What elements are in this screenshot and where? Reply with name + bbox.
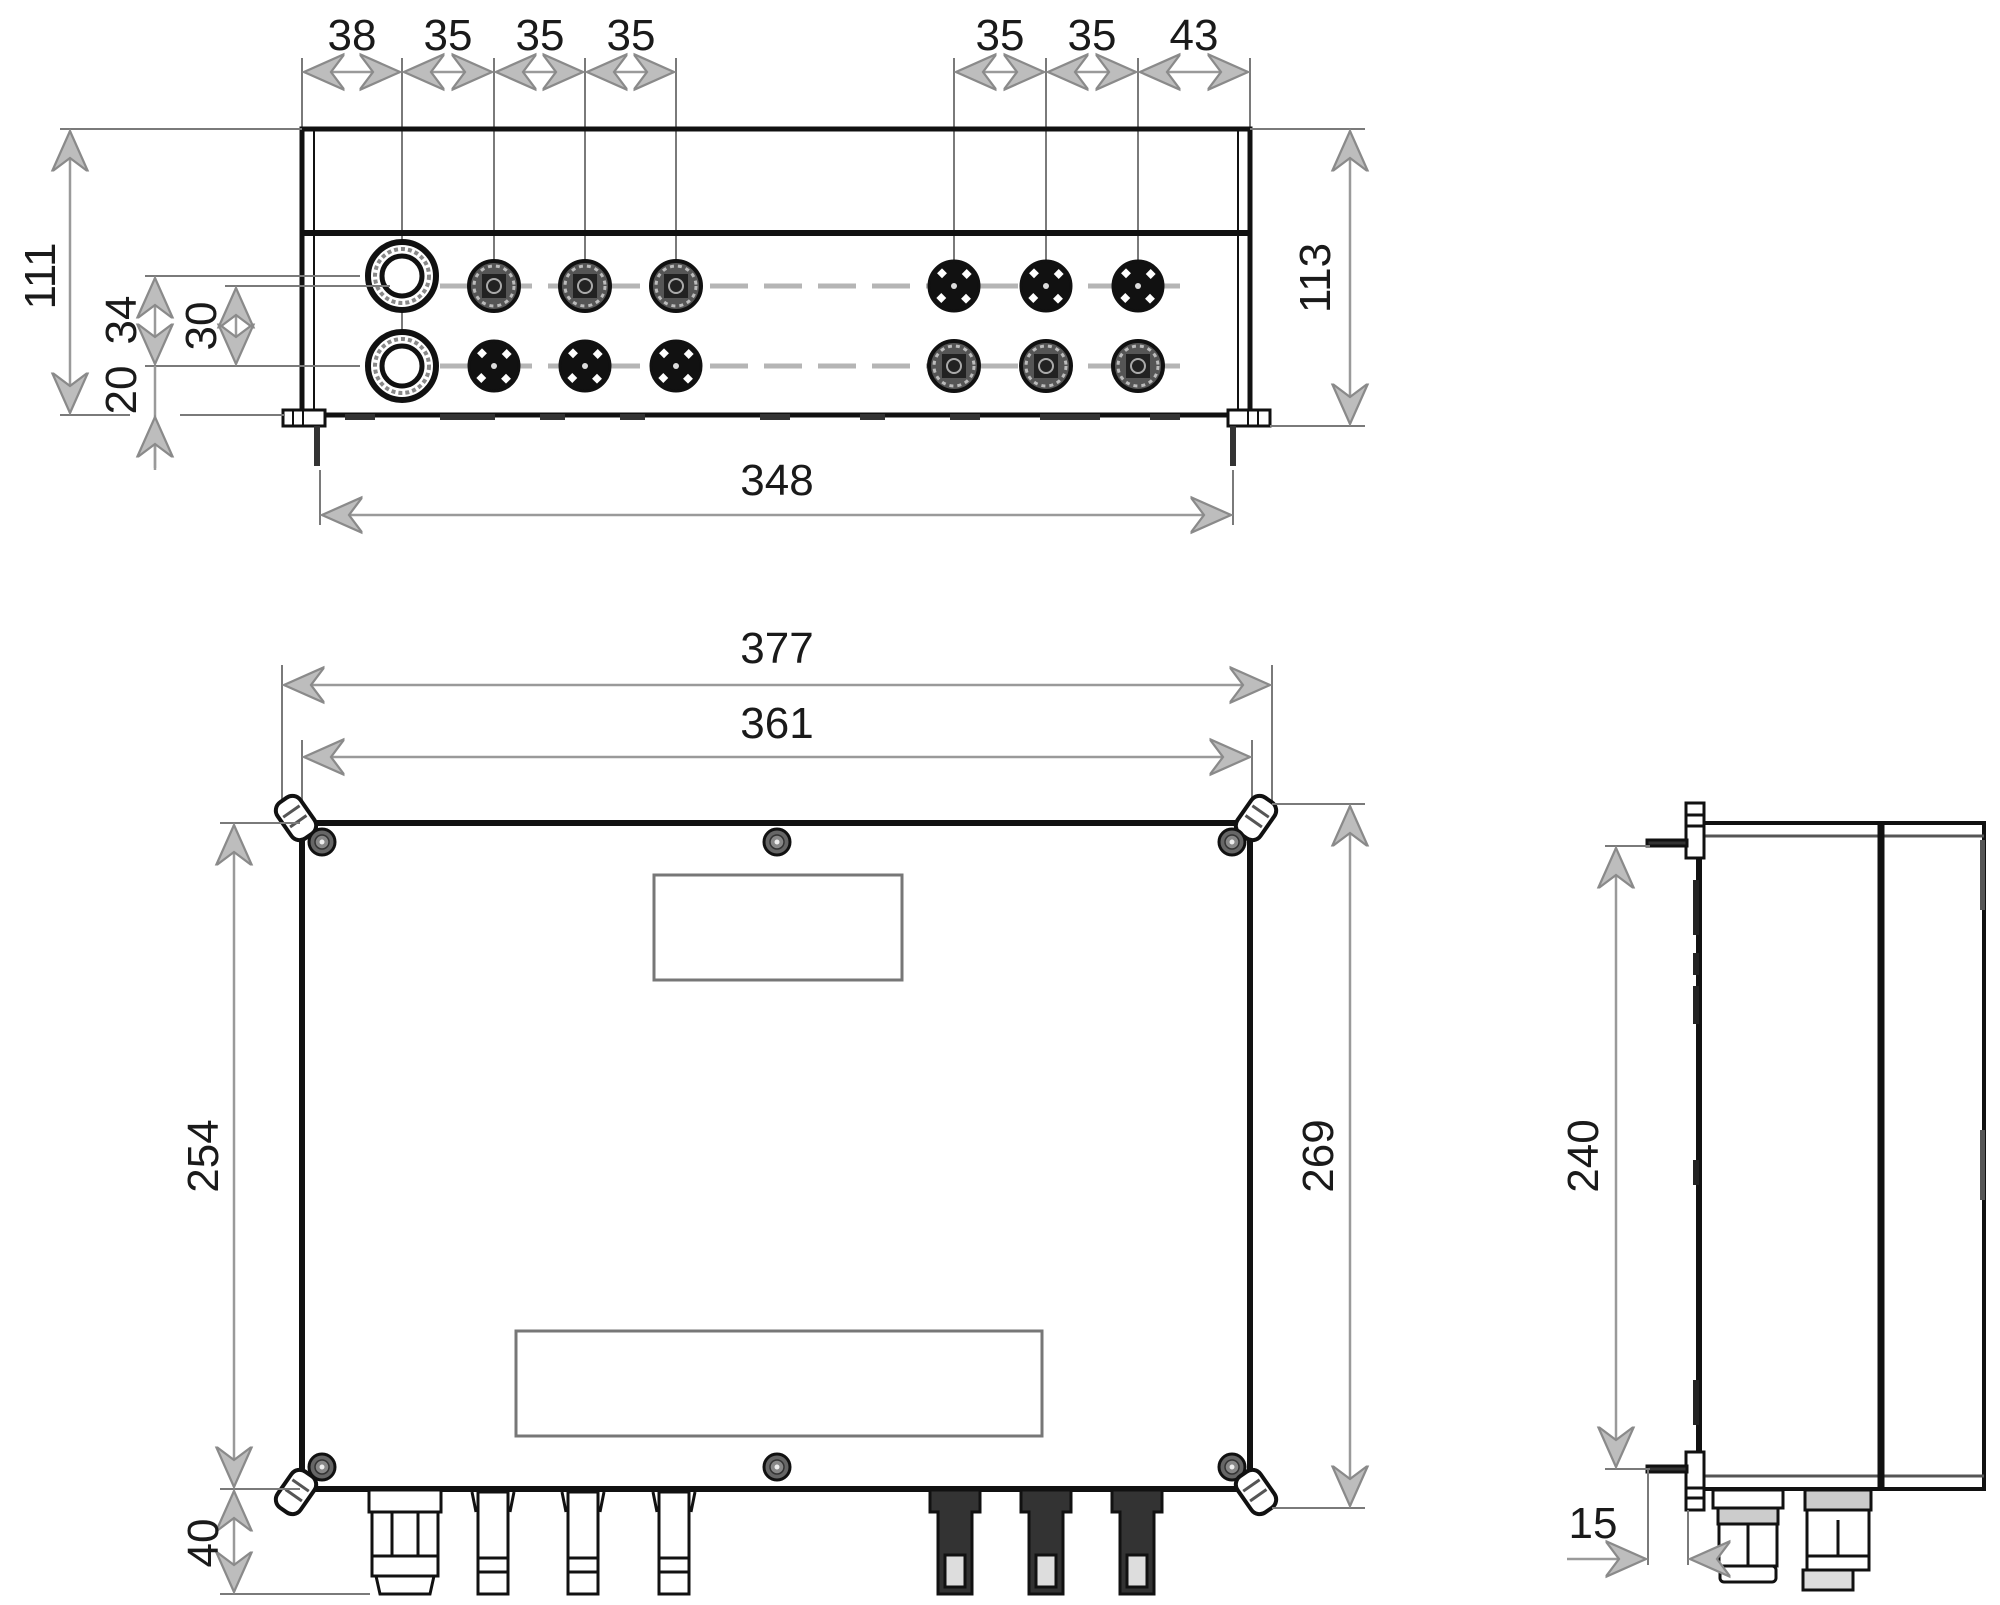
- top-view-enclosure: [299, 126, 1253, 418]
- connector-socket-side: [470, 1490, 697, 1596]
- side-gland-1: [1711, 1488, 1785, 1584]
- socket-female-icon: [467, 259, 521, 313]
- screw-icon: [307, 827, 337, 857]
- dim-mount-height-240: 240: [1559, 1119, 1608, 1192]
- dim-spacing-3: 35: [516, 11, 565, 60]
- connector-plug-side: [928, 1488, 1164, 1596]
- dim-spacing-5: 35: [976, 11, 1025, 60]
- plug-male-icon: [649, 339, 703, 393]
- socket-female-icon: [927, 339, 981, 393]
- upper-label-plate: [652, 873, 904, 982]
- dim-row-offset-34: 34: [97, 296, 146, 345]
- dim-spacing-6: 35: [1068, 11, 1117, 60]
- cable-gland-side: [367, 1488, 443, 1596]
- dim-height-111: 111: [16, 243, 65, 310]
- dim-overall-height-269: 269: [1294, 1119, 1343, 1192]
- dim-spacing-2: 35: [424, 11, 473, 60]
- front-view: 377 361: [179, 624, 1365, 1596]
- plug-male-icon: [927, 259, 981, 313]
- socket-female-icon: [1019, 339, 1073, 393]
- mounting-foot-left: [281, 408, 327, 466]
- dim-flange-depth-15: 15: [1569, 1499, 1618, 1548]
- plug-male-icon: [1111, 259, 1165, 313]
- dim-spacing-4: 35: [607, 11, 656, 60]
- top-extension-lines: [301, 58, 1251, 395]
- dim-spacing-1: 38: [328, 11, 377, 60]
- dim-spacing-7: 43: [1170, 11, 1219, 60]
- dim-mount-width-348: 348: [740, 456, 813, 505]
- top-view: 38 35 35 35 35 35 43: [16, 11, 1365, 525]
- plug-male-icon: [1019, 259, 1073, 313]
- socket-female-icon: [649, 259, 703, 313]
- mounting-flange-bottom: [1645, 1450, 1706, 1512]
- plug-male-icon: [558, 339, 612, 393]
- cable-gland-icon: [368, 332, 436, 400]
- bottom-edge-details: [345, 414, 1180, 420]
- mounting-foot-right: [1226, 408, 1272, 466]
- dim-connector-depth-40: 40: [179, 1519, 228, 1568]
- lower-label-plate: [514, 1329, 1044, 1438]
- socket-female-icon: [1111, 339, 1165, 393]
- mounting-flange-top: [1645, 801, 1706, 860]
- dim-height-113: 113: [1291, 243, 1340, 313]
- plug-male-icon: [467, 339, 521, 393]
- dim-overall-width-377: 377: [740, 624, 813, 673]
- side-gland-2: [1801, 1488, 1873, 1592]
- cable-gland-icon: [368, 242, 436, 310]
- screw-icon: [762, 1452, 792, 1482]
- side-view: 240 15: [1559, 801, 1986, 1592]
- screw-icon: [1217, 827, 1247, 857]
- dim-body-height-254: 254: [179, 1119, 228, 1192]
- screw-icon: [762, 827, 792, 857]
- dim-body-width-361: 361: [740, 699, 813, 748]
- dim-row-offset-30: 30: [177, 302, 226, 351]
- side-view-enclosure: [1697, 821, 1986, 1491]
- socket-female-icon: [558, 259, 612, 313]
- dim-bottom-offset-20: 20: [97, 366, 146, 415]
